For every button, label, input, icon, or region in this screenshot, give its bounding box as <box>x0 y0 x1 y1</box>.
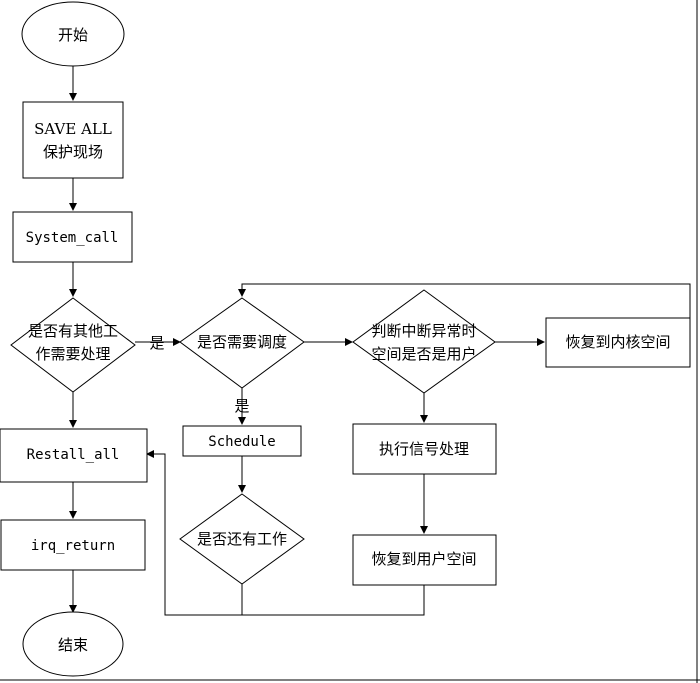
node-irq-return: irq_return <box>0 519 146 571</box>
node-other-work-label-2: 作需要处理 <box>35 345 110 363</box>
node-still-work-decision: 是否还有工作 <box>179 493 305 585</box>
edge-restoreuser-to-restall <box>242 585 425 616</box>
node-exec-signal-label: 执行信号处理 <box>379 440 469 458</box>
node-check-user-label-1: 判断中断异常时 <box>371 322 476 340</box>
node-system-call-label: System_call <box>26 230 119 246</box>
node-restore-kernel: 恢复到内核空间 <box>545 317 691 368</box>
node-restall-all: Restall_all <box>0 428 148 483</box>
node-restore-user: 恢复到用户空间 <box>352 534 497 586</box>
edge-label-yes-2: 是 <box>234 397 249 415</box>
node-end: 结束 <box>22 611 124 677</box>
node-save-all: SAVE ALL 保护现场 <box>22 101 124 179</box>
node-start-label: 开始 <box>58 26 88 44</box>
node-save-all-label-1: SAVE ALL <box>34 120 112 138</box>
node-check-user-decision: 判断中断异常时 空间是否是用户 <box>352 289 496 394</box>
node-restall-all-label: Restall_all <box>27 447 120 463</box>
node-start: 开始 <box>21 1 125 67</box>
node-restore-kernel-label: 恢复到内核空间 <box>565 333 670 351</box>
edge-label-yes-1: 是 <box>149 334 164 352</box>
node-other-work-decision: 是否有其他工 作需要处理 <box>10 297 136 393</box>
node-still-work-label: 是否还有工作 <box>197 530 287 548</box>
node-save-all-label-2: 保护现场 <box>43 143 103 161</box>
node-need-schedule-decision: 是否需要调度 <box>179 297 305 389</box>
node-check-user-label-2: 空间是否是用户 <box>371 345 476 363</box>
node-system-call: System_call <box>12 211 133 263</box>
node-other-work-label-1: 是否有其他工 <box>28 322 118 340</box>
node-schedule-label: Schedule <box>208 434 275 450</box>
node-need-schedule-label: 是否需要调度 <box>197 333 287 351</box>
node-schedule: Schedule <box>182 425 302 457</box>
edge-restorekernel-loop <box>238 283 691 342</box>
node-irq-return-label: irq_return <box>31 538 115 554</box>
edges <box>69 66 691 616</box>
node-end-label: 结束 <box>58 636 88 654</box>
edge-stillwork-to-restall <box>146 450 243 616</box>
node-restore-user-label: 恢复到用户空间 <box>371 550 476 568</box>
node-exec-signal: 执行信号处理 <box>352 423 497 475</box>
